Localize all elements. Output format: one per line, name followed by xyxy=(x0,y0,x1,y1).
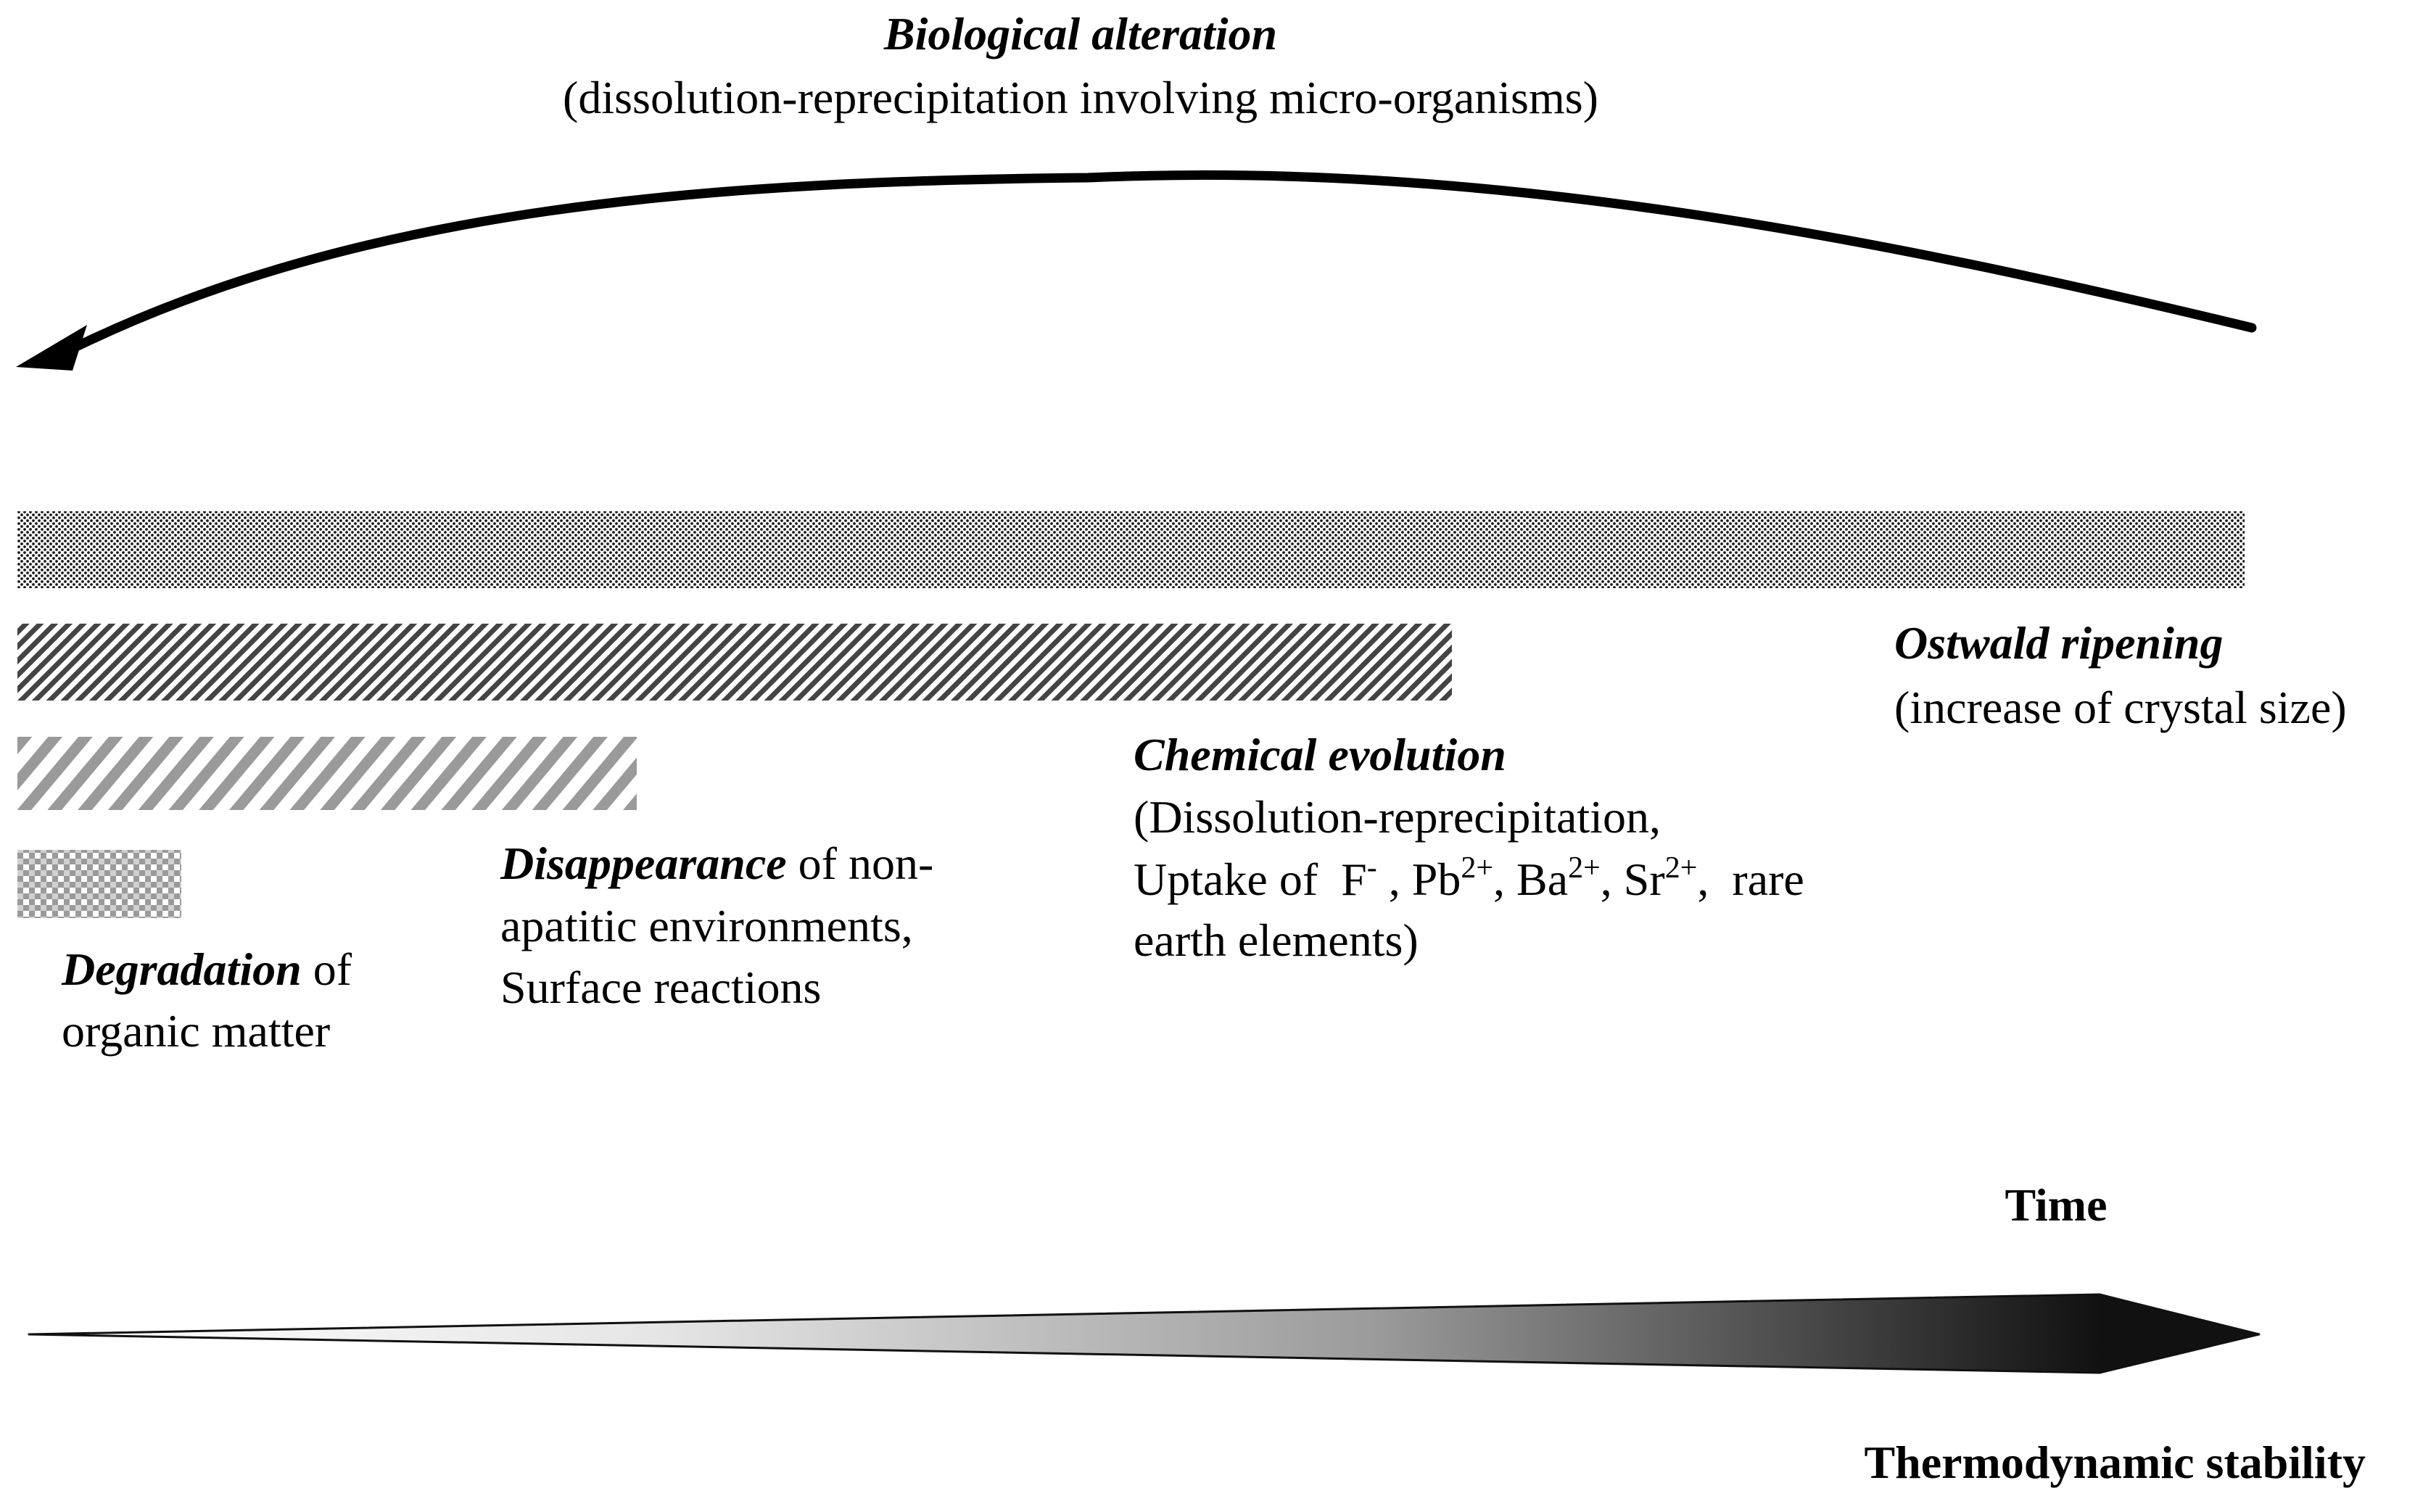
chemical-evolution-bar xyxy=(17,624,1452,701)
chemical-evolution-line1: (Dissolution-reprecipitation, xyxy=(1134,791,1661,843)
ostwald-ripening-bar xyxy=(17,511,2245,588)
disappearance-line1-rest: of non- xyxy=(787,838,934,889)
ostwald-ripening-title: Ostwald ripening xyxy=(1894,617,2223,669)
degradation-line1: Degradation of xyxy=(61,943,352,995)
biological-alteration-arrow xyxy=(16,170,2257,371)
fluoride-charge: - xyxy=(1367,851,1377,885)
disappearance-line2: apatitic environments, xyxy=(500,900,913,951)
time-label: Time xyxy=(2005,1179,2107,1231)
lead-symbol: , Pb xyxy=(1377,854,1461,905)
strontium-symbol: , Sr xyxy=(1601,854,1665,905)
ostwald-ripening-desc: (increase of crystal size) xyxy=(1894,682,2347,733)
biological-alteration-title: Biological alteration xyxy=(883,8,1277,59)
chemical-evolution-title: Chemical evolution xyxy=(1134,729,1506,780)
chemical-evolution-line2: Uptake of F- , Pb2+, Ba2+, Sr2+, rare xyxy=(1134,851,1804,905)
barium-symbol: , Ba xyxy=(1493,854,1568,905)
lead-charge: 2+ xyxy=(1461,851,1493,885)
degradation-line1-rest: of xyxy=(302,943,352,995)
biological-alteration-subtitle: (dissolution-reprecipitation involving m… xyxy=(563,72,1598,123)
disappearance-line3: Surface reactions xyxy=(500,962,821,1013)
disappearance-line1: Disappearance of non- xyxy=(500,838,933,889)
barium-charge: 2+ xyxy=(1568,851,1601,885)
uptake-prefix: Uptake of F xyxy=(1134,854,1367,905)
degradation-bar xyxy=(17,850,181,918)
thermodynamic-stability-arrow xyxy=(28,1293,2261,1374)
chemical-evolution-line3: earth elements) xyxy=(1134,914,1419,966)
degradation-title: Degradation xyxy=(61,943,302,995)
disappearance-title: Disappearance xyxy=(500,838,787,889)
thermodynamic-stability-label: Thermodynamic stability xyxy=(1864,1437,2366,1488)
uptake-suffix: , rare xyxy=(1697,854,1804,905)
disappearance-bar xyxy=(17,737,637,810)
strontium-charge: 2+ xyxy=(1665,851,1698,885)
degradation-line2: organic matter xyxy=(62,1005,330,1057)
